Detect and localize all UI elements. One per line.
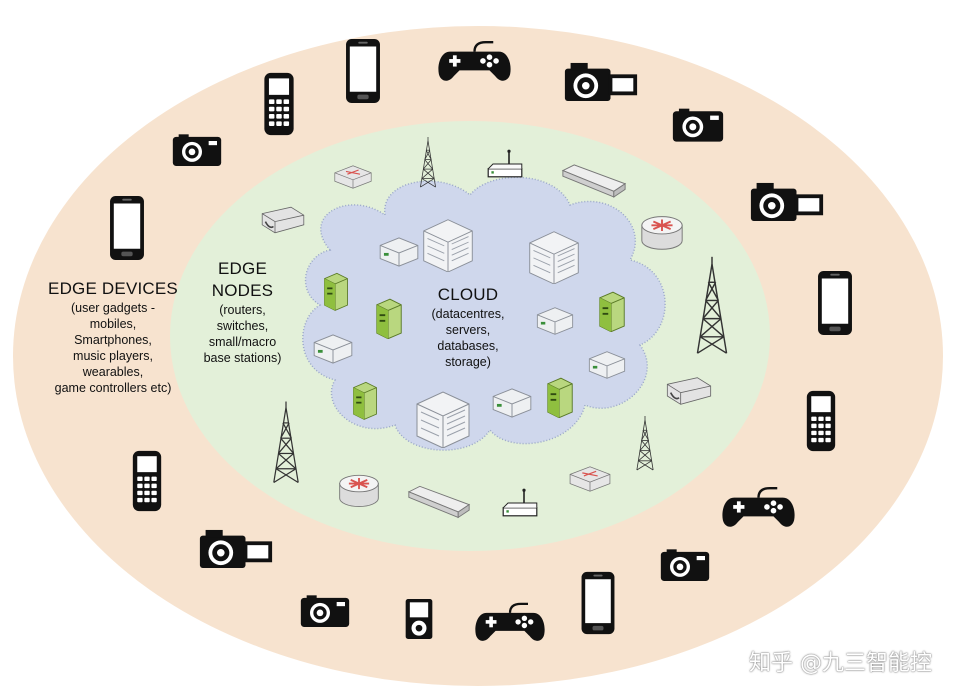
router-icon [640, 215, 684, 251]
watermark: 知乎 @九三智能控 [749, 651, 932, 676]
edge-nodes-desc-1: (routers, [219, 303, 266, 317]
edge-nodes-title-2: NODES [211, 281, 274, 300]
storage-array-icon [529, 231, 579, 284]
mobile-phone-icon [264, 72, 294, 136]
edge-devices-desc-4: music players, [73, 349, 153, 363]
edge-nodes-desc-3: small/macro [208, 335, 277, 349]
edge-devices-desc-3: Smartphones, [74, 333, 152, 347]
smartphone-icon [346, 38, 380, 104]
edge-nodes-title-1: EDGE [218, 259, 267, 278]
edge-devices-desc-2: mobiles, [89, 317, 137, 331]
camera-icon [172, 134, 222, 166]
edge-devices-desc-6: game controllers etc) [54, 381, 172, 395]
edge-devices-desc-1: (user gadgets - [70, 301, 156, 315]
cloud-desc-3: databases, [437, 339, 499, 353]
smartphone-icon [581, 571, 615, 635]
server-icon [324, 272, 348, 311]
edge-devices-title: EDGE DEVICES [48, 279, 178, 298]
edge-nodes-desc-4: base stations) [203, 351, 282, 365]
smartphone-icon [110, 195, 144, 261]
smartphone-icon [818, 270, 852, 336]
music-player-icon [405, 599, 433, 639]
storage-array-icon [416, 391, 470, 448]
cloud-title: CLOUD [437, 285, 499, 304]
edge-devices-desc-5: wearables, [82, 365, 144, 379]
server-icon [376, 298, 402, 339]
camera-icon [672, 108, 724, 142]
cloud-label: CLOUD (datacentres, servers, databases, … [408, 284, 528, 370]
router-icon [338, 474, 380, 508]
server-icon [599, 291, 625, 332]
cloud-desc-1: (datacentres, [431, 307, 505, 321]
server-icon [353, 381, 377, 420]
camera-icon [660, 549, 710, 581]
cloud-desc-4: storage) [445, 355, 491, 369]
mobile-phone-icon [132, 450, 162, 512]
edge-devices-label: EDGE DEVICES (user gadgets - mobiles, Sm… [18, 278, 208, 396]
camera-icon [300, 595, 350, 627]
mobile-phone-icon [806, 390, 836, 452]
server-icon [547, 377, 573, 418]
storage-array-icon [423, 219, 473, 272]
edge-nodes-desc-2: switches, [216, 319, 269, 333]
cloud-desc-2: servers, [445, 323, 491, 337]
edge-nodes-label: EDGE NODES (routers, switches, small/mac… [180, 258, 305, 366]
